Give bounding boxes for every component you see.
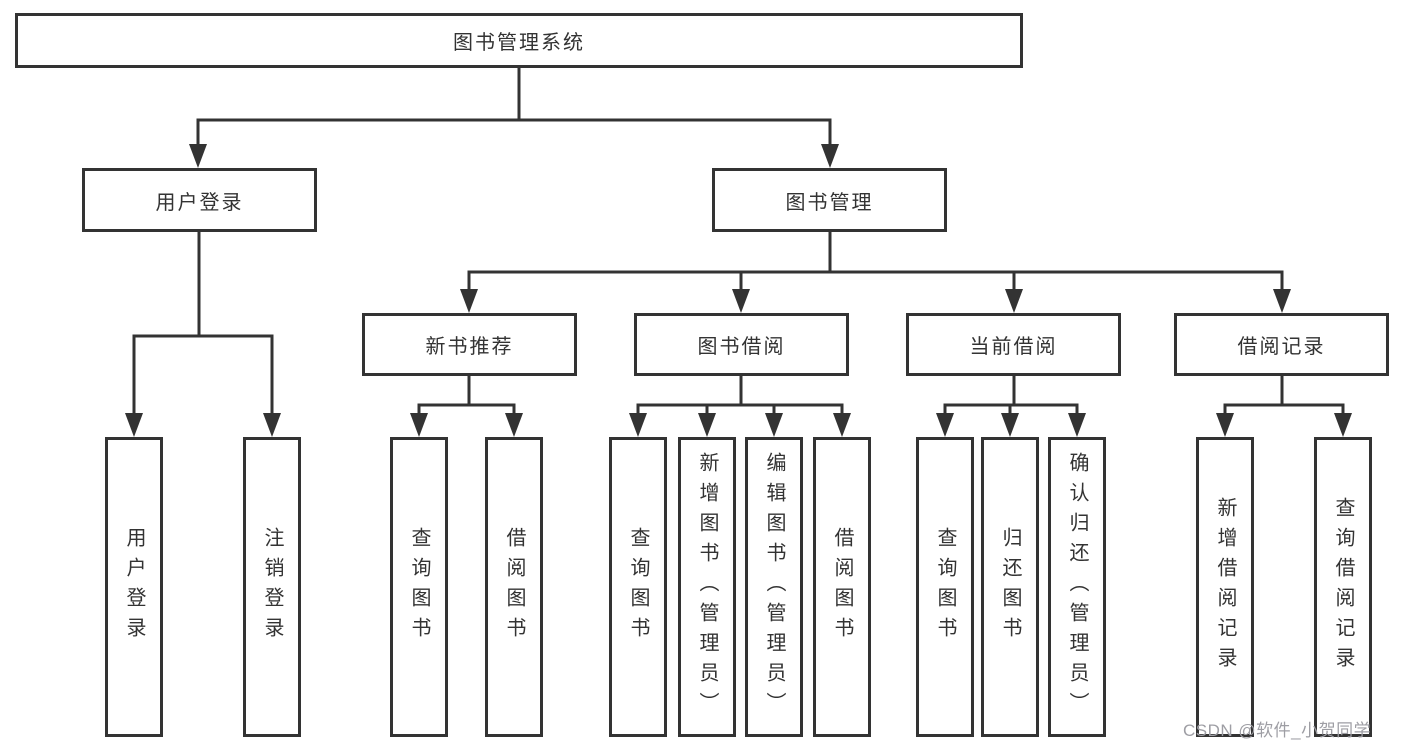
- node-label: 借阅图书: [503, 527, 525, 647]
- node-borrowing-records: 借阅记录: [1174, 313, 1389, 376]
- node-label: 查询图书: [627, 527, 649, 647]
- leaf-query-books-current: 查询图书: [916, 437, 974, 737]
- node-library-management-system: 图书管理系统: [15, 13, 1023, 68]
- node-label: 借阅记录: [1237, 336, 1326, 358]
- node-current-borrowing: 当前借阅: [906, 313, 1121, 376]
- node-label: 用户登录: [123, 527, 145, 647]
- node-new-book-recommend: 新书推荐: [362, 313, 577, 376]
- node-label: 借阅图书: [831, 527, 853, 647]
- node-label: 图书管理系统: [453, 32, 585, 54]
- node-user-login: 用户登录: [82, 168, 317, 232]
- node-label: 新增图书（管理员）: [696, 452, 718, 722]
- leaf-borrow-books: 借阅图书: [813, 437, 871, 737]
- leaf-return-books: 归还图书: [981, 437, 1039, 737]
- node-label: 当前借阅: [969, 336, 1058, 358]
- node-book-borrowing: 图书借阅: [634, 313, 849, 376]
- leaf-query-books-borrowing: 查询图书: [609, 437, 667, 737]
- leaf-user-login: 用户登录: [105, 437, 163, 737]
- leaf-confirm-return-admin: 确认归还（管理员）: [1048, 437, 1106, 737]
- node-label: 查询图书: [934, 527, 956, 647]
- leaf-add-books-admin: 新增图书（管理员）: [678, 437, 736, 737]
- csdn-watermark: CSDN @软件_小贺同学: [1183, 721, 1372, 740]
- leaf-query-borrow-record: 查询借阅记录: [1314, 437, 1372, 737]
- leaf-add-borrow-record: 新增借阅记录: [1196, 437, 1254, 737]
- node-label: 查询借阅记录: [1332, 497, 1354, 677]
- leaf-borrow-books-recommend: 借阅图书: [485, 437, 543, 737]
- leaf-edit-books-admin: 编辑图书（管理员）: [745, 437, 803, 737]
- node-label: 查询图书: [408, 527, 430, 647]
- node-label: 图书借阅: [697, 336, 786, 358]
- node-label: 注销登录: [261, 527, 283, 647]
- node-book-management: 图书管理: [712, 168, 947, 232]
- node-label: 确认归还（管理员）: [1066, 452, 1088, 722]
- node-label: 新书推荐: [425, 336, 514, 358]
- node-label: 新增借阅记录: [1214, 497, 1236, 677]
- node-label: 用户登录: [155, 191, 244, 214]
- node-label: 编辑图书（管理员）: [763, 452, 785, 722]
- node-label: 图书管理: [785, 191, 874, 214]
- leaf-query-books-recommend: 查询图书: [390, 437, 448, 737]
- node-label: 归还图书: [999, 527, 1021, 647]
- leaf-logout: 注销登录: [243, 437, 301, 737]
